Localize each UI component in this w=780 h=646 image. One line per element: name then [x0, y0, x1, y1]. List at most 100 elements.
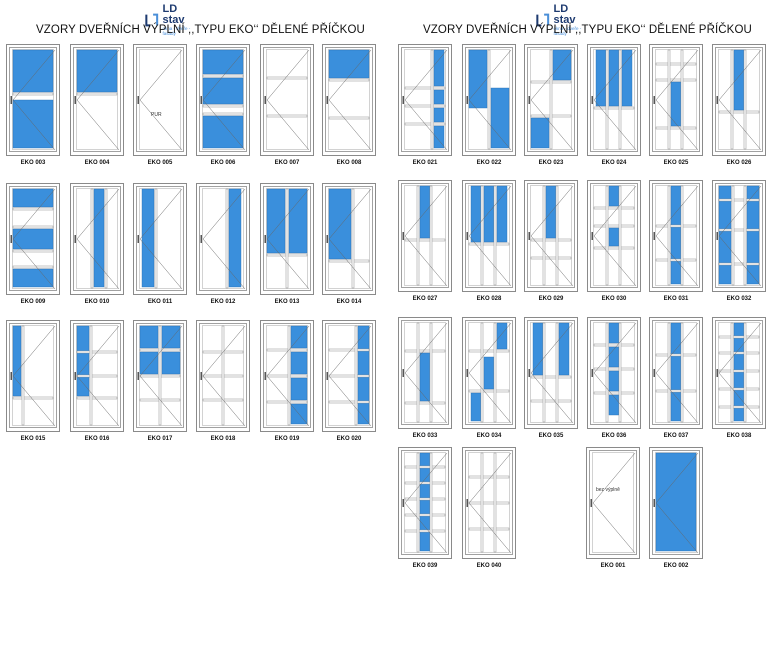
door-sash-frame — [465, 320, 513, 425]
mullion-vertical — [680, 322, 684, 423]
mullion-vertical — [618, 185, 622, 286]
door-label: EKO 035 — [538, 433, 564, 439]
opening-direction-lines — [328, 325, 372, 427]
glass-pane — [608, 227, 620, 247]
mullion-horizontal — [404, 529, 446, 533]
door-label: EKO 019 — [274, 436, 300, 442]
door-label: EKO 027 — [412, 296, 438, 302]
door-label: EKO 040 — [476, 563, 502, 569]
opening-direction-lines — [12, 49, 56, 151]
door-drawing — [70, 44, 124, 156]
door-handle-icon — [10, 372, 12, 380]
door-pattern-023 — [524, 44, 578, 156]
door-pattern-003 — [6, 44, 60, 156]
door-handle-icon — [402, 96, 404, 104]
opening-direction-lines — [202, 325, 246, 427]
opening-direction-lines — [139, 49, 183, 151]
door-label: EKO 006 — [210, 160, 236, 166]
door-sash-frame — [136, 186, 184, 291]
door-handle-icon — [200, 372, 202, 380]
door-sash-frame — [73, 186, 121, 291]
mullion-vertical — [555, 322, 559, 423]
door-pattern-024 — [587, 44, 641, 156]
glass-pane — [433, 49, 445, 87]
mullion-vertical — [743, 49, 747, 150]
door-handle-icon — [137, 235, 139, 243]
opening-direction-lines — [12, 188, 56, 290]
door-handle-icon — [653, 232, 655, 240]
door-pattern-026 — [712, 44, 766, 156]
door-sash-frame — [652, 47, 700, 152]
glass-pane — [139, 351, 159, 375]
mullion-horizontal — [655, 389, 697, 393]
glass-pane — [76, 49, 118, 93]
mullion-horizontal — [655, 78, 697, 82]
door-handle-icon — [10, 235, 12, 243]
door-handle-icon — [716, 369, 718, 377]
door-sash-frame — [401, 183, 449, 288]
mullion-vertical — [487, 49, 491, 150]
door-label: EKO 007 — [274, 160, 300, 166]
glass-pane — [433, 107, 445, 123]
opening-direction-lines — [328, 188, 372, 290]
opening-direction-lines — [655, 452, 699, 554]
door-label: EKO 009 — [20, 299, 46, 305]
opening-direction-lines — [76, 325, 120, 427]
door-handle-icon — [653, 369, 655, 377]
opening-direction-lines — [266, 188, 310, 290]
door-label: EKO 033 — [412, 433, 438, 439]
mullion-vertical — [430, 49, 434, 150]
mullion-horizontal — [12, 265, 54, 269]
brand-tagline: okna - dveře - fasády — [553, 26, 582, 36]
opening-direction-lines — [404, 185, 448, 287]
door-drawing — [524, 180, 578, 292]
door-inner-frame — [76, 325, 118, 426]
door-pattern-035 — [524, 317, 578, 429]
door-pattern-017 — [133, 320, 187, 432]
door-inner-frame — [266, 325, 308, 426]
glass-pane — [608, 394, 620, 416]
mullion-horizontal — [593, 391, 635, 395]
opening-direction-lines — [266, 325, 310, 427]
opening-direction-lines — [592, 452, 636, 554]
door-inner-frame — [718, 322, 760, 423]
mullion-horizontal — [76, 374, 118, 378]
glass-pane — [595, 49, 607, 107]
page-heading: VZORY DVEŘNÍCH VÝPLNÍ ,,TYPU EKO‘‘ DĚLEN… — [423, 24, 752, 36]
mullion-vertical — [731, 185, 735, 286]
door-sash-frame — [652, 183, 700, 288]
glass-pane — [141, 188, 155, 288]
mullion-horizontal — [76, 92, 118, 96]
glass-pane — [718, 185, 732, 285]
mullion-horizontal — [593, 106, 635, 110]
mullion-horizontal — [404, 349, 446, 353]
mullion-horizontal — [530, 399, 572, 403]
door-outer-frame — [586, 447, 640, 559]
door-drawing — [649, 317, 703, 429]
door-handle-icon — [402, 369, 404, 377]
glass-pane — [76, 325, 90, 397]
ld-logo-icon — [536, 13, 550, 27]
door-outer-frame — [524, 317, 578, 429]
mullion-horizontal — [404, 104, 446, 108]
door-pattern-030 — [587, 180, 641, 292]
opening-direction-lines — [404, 49, 448, 151]
door-sash-frame — [199, 323, 247, 428]
mullion-vertical — [667, 322, 671, 423]
door-pattern-039 — [398, 447, 452, 559]
glass-pane — [670, 322, 682, 422]
door-inner-frame — [404, 49, 446, 150]
door-drawing — [587, 317, 641, 429]
door-inner-frame — [655, 322, 697, 423]
mullion-vertical — [154, 188, 158, 289]
door-pattern-021 — [398, 44, 452, 156]
door-pattern-006 — [196, 44, 250, 156]
door-pattern-040 — [462, 447, 516, 559]
glass-pane — [266, 188, 286, 254]
mullion-horizontal — [266, 348, 308, 352]
mullion-vertical — [221, 325, 225, 426]
door-inner-frame — [404, 185, 446, 286]
opening-direction-lines — [139, 325, 183, 427]
glass-pane — [483, 356, 495, 390]
door-label: EKO 031 — [663, 296, 689, 302]
